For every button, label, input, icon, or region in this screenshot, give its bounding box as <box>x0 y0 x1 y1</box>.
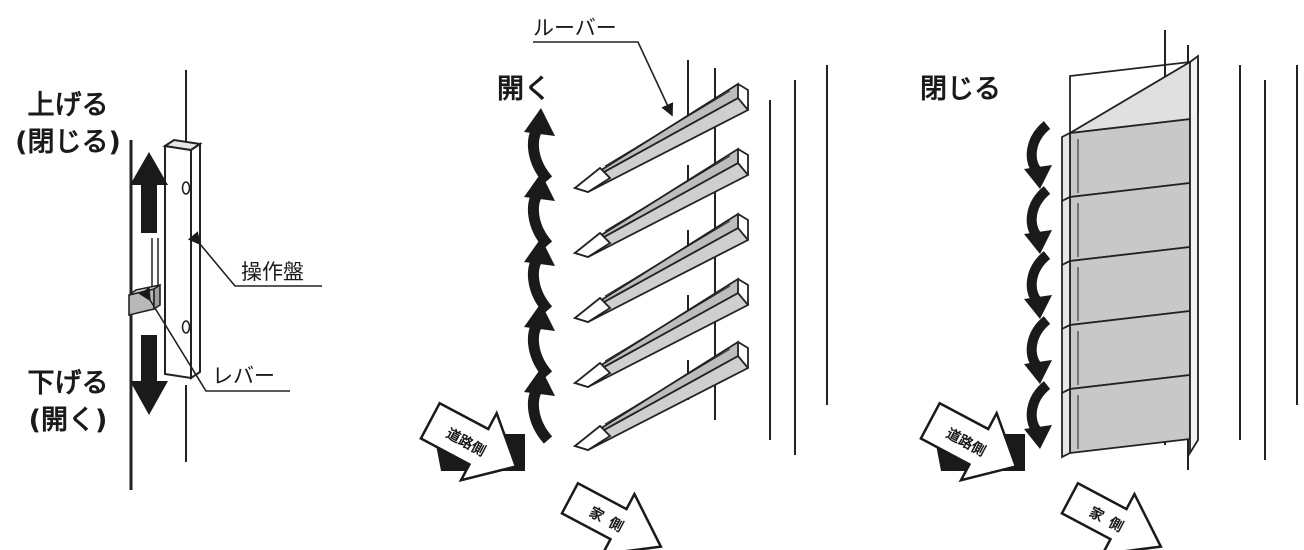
curved-up-arrow-icon <box>524 238 555 314</box>
curved-down-arrow-icon <box>1024 251 1052 319</box>
lever-label: レバー <box>212 364 275 388</box>
lever-leader-line <box>138 287 290 392</box>
house-side-sign: 家側 <box>1060 481 1163 550</box>
louver-leader-line <box>533 41 674 117</box>
house-side-sign: 家側 <box>560 481 663 550</box>
screw-icon <box>181 181 191 195</box>
curved-down-arrow-icon <box>1024 186 1052 254</box>
raise-label: 上げる <box>28 90 109 121</box>
curved-up-arrow-icon <box>524 108 555 184</box>
lever[interactable] <box>128 283 161 317</box>
lower-note: (開く) <box>29 405 108 436</box>
open-title: 開く <box>497 74 551 105</box>
open-state-section: 開く ルーバー 道路側 家側 <box>419 16 828 550</box>
raise-note: (閉じる) <box>15 127 121 158</box>
close-arrows <box>1024 121 1052 449</box>
louver-label: ルーバー <box>533 16 617 40</box>
closed-title: 閉じる <box>920 74 1001 105</box>
down-arrow-icon <box>130 335 168 415</box>
street-side-sign: 道路側 <box>419 401 525 483</box>
up-arrow-icon <box>130 152 168 233</box>
panel-leader-line <box>187 231 322 287</box>
louver-slat <box>572 212 750 323</box>
louver-slat <box>572 277 750 388</box>
panel-label: 操作盤 <box>241 260 304 284</box>
louver-slat <box>572 147 750 258</box>
curved-down-arrow-icon <box>1024 121 1052 189</box>
curved-down-arrow-icon <box>1024 316 1052 384</box>
lower-label: 下げる <box>28 368 109 399</box>
curved-down-arrow-icon <box>1024 381 1052 449</box>
screw-icon <box>181 320 191 334</box>
louver-side <box>1189 54 1199 457</box>
curved-up-arrow-icon <box>524 368 555 444</box>
curved-up-arrow-icon <box>524 303 555 379</box>
control-panel <box>151 138 203 380</box>
louver-slats-closed <box>1061 54 1199 459</box>
lever-panel-section: 上げる (閉じる) 下げる (開く) 操作盤 レバー <box>15 70 322 490</box>
closed-state-section: 閉じる 道路側 家側 <box>919 30 1298 550</box>
louver-panel <box>1061 117 1191 203</box>
louver-slat <box>572 340 750 451</box>
louver-slats-open <box>572 82 750 451</box>
street-side-sign: 道路側 <box>919 401 1025 483</box>
open-arrows <box>524 108 555 444</box>
louver-panel <box>1061 373 1191 459</box>
curved-up-arrow-icon <box>524 173 555 249</box>
louver-slat <box>572 82 750 193</box>
